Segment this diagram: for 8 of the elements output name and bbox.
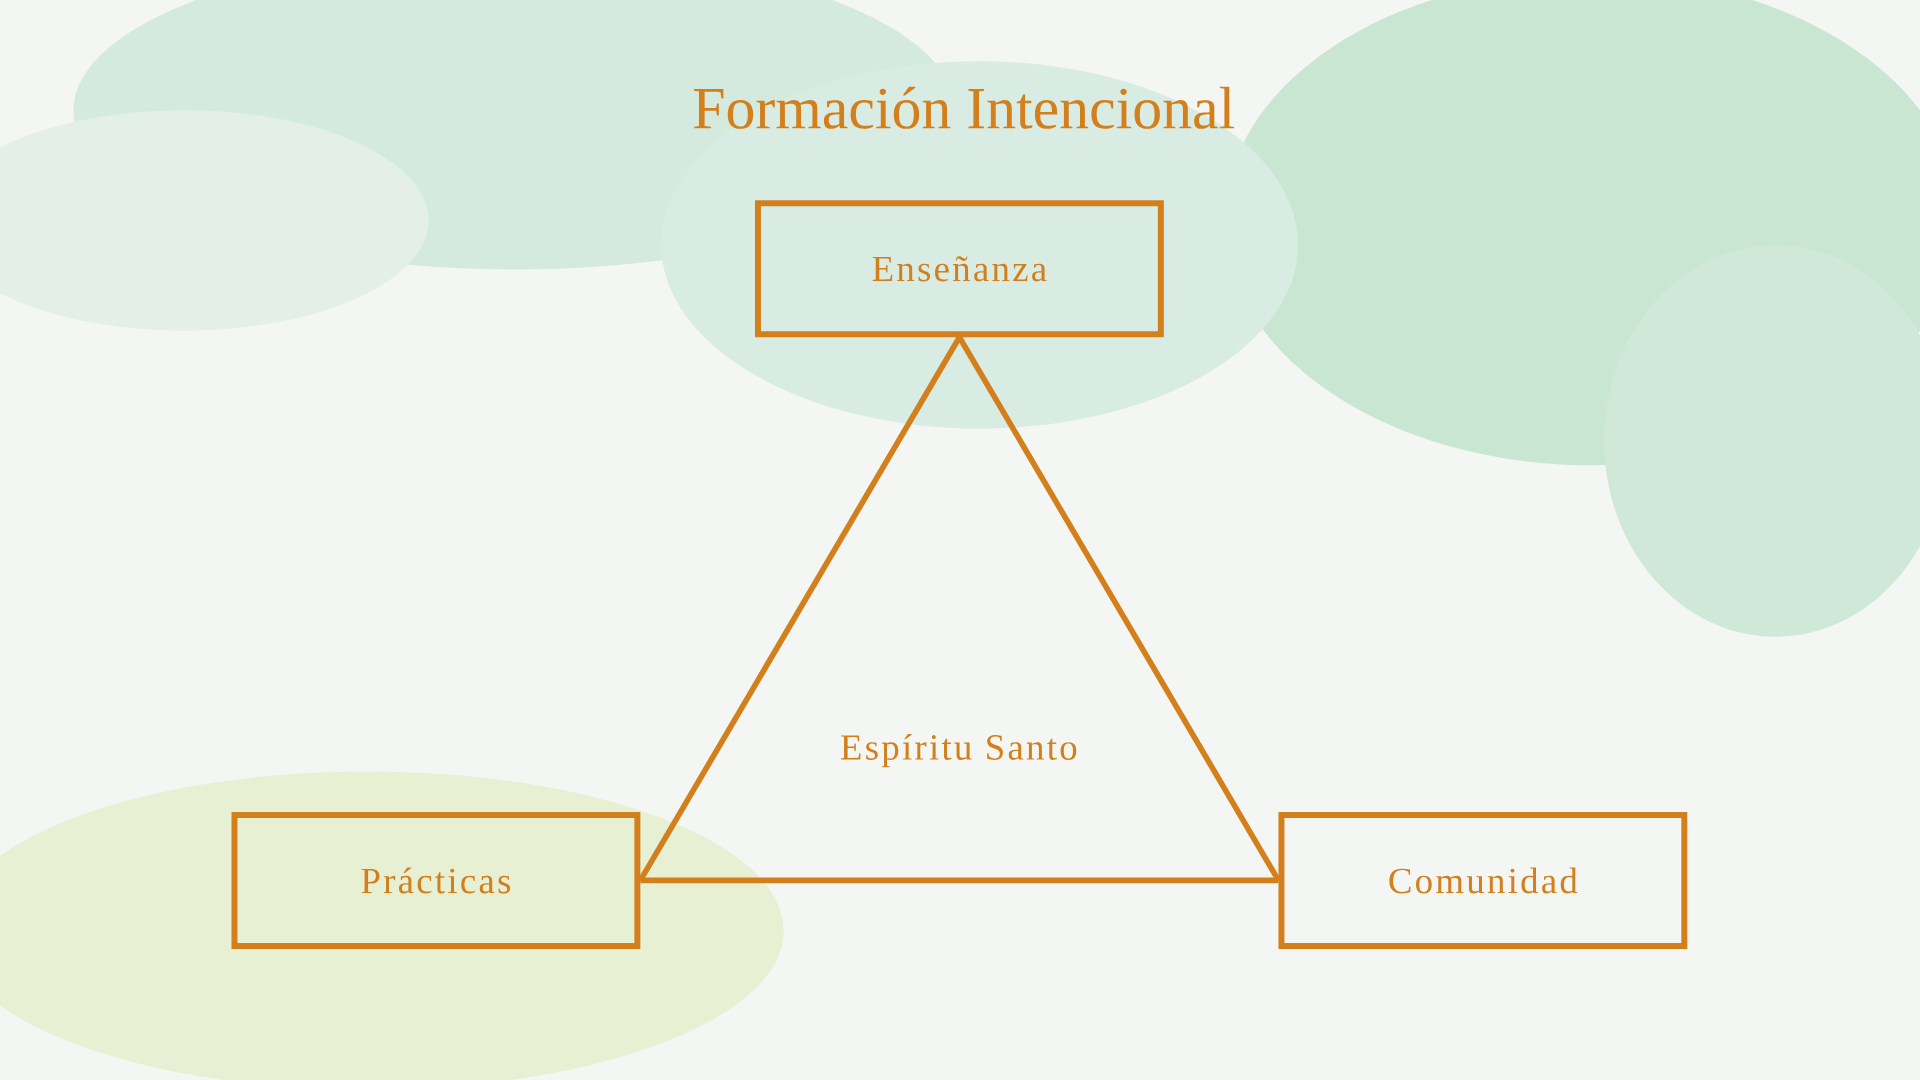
title: Formación Intencional <box>693 86 1234 129</box>
triangle-side <box>957 335 1281 882</box>
center-label: Espíritu Santo <box>841 733 1077 768</box>
text-box: Enseñanza <box>755 200 1164 338</box>
text-box: Comunidad <box>1278 811 1688 949</box>
text-box: Prácticas <box>231 811 641 949</box>
triangle-side <box>640 877 1279 884</box>
triangle-side <box>637 335 962 882</box>
